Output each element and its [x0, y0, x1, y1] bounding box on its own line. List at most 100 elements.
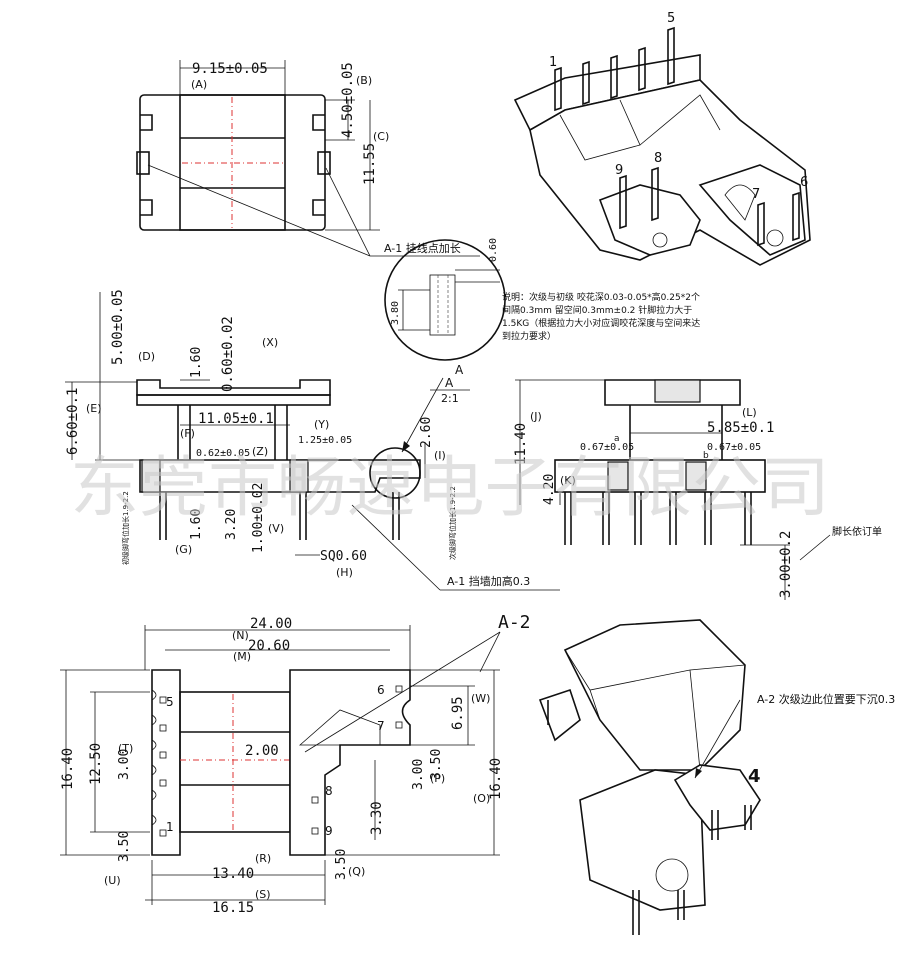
dim-g-label: (G): [175, 543, 192, 556]
detail-circle: 3.80 0.60 说明：次级与初级 咬花深0.03-0.05*高0.25*2个…: [384, 238, 700, 453]
iso-bobbin-bottom: 4 A-2 次级边此位置要下沉0.3: [538, 619, 895, 935]
dim-125: 1.25±0.05: [298, 435, 352, 446]
dim-350-u: 3.50: [117, 831, 132, 862]
dim-v-label: (V): [268, 522, 284, 535]
top-view: 9.15±0.05 (A) 4.50±0.05 (B) 11.55 (C) A-…: [136, 60, 480, 257]
detail-note: 说明：次级与初级 咬花深0.03-0.05*高0.25*2个 间隔0.3mm 留…: [502, 291, 700, 342]
section-a-lower: A: [445, 376, 454, 390]
dim-s-label: (S): [255, 888, 271, 901]
dim-m-label: (M): [233, 650, 251, 663]
dim-200: 2.00: [245, 743, 279, 759]
detail-note-line-2: 间隔0.3mm 留空间0.3mm±0.2 针脚拉力大于: [502, 304, 692, 316]
dim-067a: 0.67±0.05: [580, 442, 634, 453]
callout-a2: A-2: [498, 612, 531, 633]
iso-bobbin-top: 1 5 9 8 7 6: [513, 11, 811, 266]
dim-z-label: (Z): [252, 445, 268, 458]
dim-d-500: 5.00±0.05: [110, 289, 126, 365]
dim-p-label: (P): [430, 772, 445, 785]
dim-q-label: (Q): [348, 865, 365, 878]
dim-u-label: (U): [104, 874, 121, 887]
iso-top-pins: [554, 26, 800, 247]
dim-l-label: (L): [742, 406, 757, 419]
dim-d-label: (D): [138, 350, 155, 363]
dim-b-label: (B): [356, 74, 372, 87]
detail-dim-060: 0.60: [488, 238, 499, 262]
dim-c-label: (C): [373, 130, 389, 143]
section-scale: 2:1: [441, 392, 459, 405]
dim-i-label: (I): [434, 449, 446, 462]
iso-pin-8: 8: [654, 151, 662, 166]
mark-b: b: [703, 451, 709, 461]
dim-695: 6.95: [450, 696, 466, 730]
dim-300: 3.00±0.2: [778, 531, 794, 598]
bottom-pin-7: 7: [377, 719, 385, 733]
dim-1140: 11.40: [513, 423, 529, 465]
detail-note-line-1: 说明：次级与初级 咬花深0.03-0.05*高0.25*2个: [502, 291, 700, 303]
dim-c-value: 11.55: [362, 143, 378, 185]
dim-100: 1.00±0.02: [251, 483, 266, 553]
dim-x-label: (X): [262, 336, 278, 349]
iso-bottom-pins: [547, 700, 752, 935]
dim-2060: 20.60: [248, 638, 290, 654]
side-view: 5.00±0.05 (D) 1.60 0.60±0.02 (X) 6.60±0.…: [65, 289, 560, 591]
bottom-pin-6: 6: [377, 683, 385, 697]
dim-300-p: 3.00: [411, 759, 426, 790]
detail-note-line-3: 1.5KG（根据拉力大小对应调咬花深度与空间来达: [502, 317, 700, 329]
iso-pin-7: 7: [752, 187, 760, 202]
dim-e-660: 6.60±0.1: [65, 388, 81, 455]
dim-n-label: (N): [232, 629, 249, 642]
detail-note-line-4: 到拉力要求）: [502, 330, 556, 342]
dim-r-label: (R): [255, 852, 271, 865]
dim-1340: 13.40: [212, 866, 254, 882]
dim-160b: 1.60: [189, 509, 204, 540]
dim-060-side: 0.60±0.02: [220, 316, 236, 392]
dim-330: 3.30: [369, 801, 385, 835]
section-a-upper: A: [455, 363, 464, 377]
dim-h-label: (H): [336, 566, 353, 579]
dim-a-value: 9.15±0.05: [192, 61, 268, 77]
dim-1105: 11.05±0.1: [198, 411, 274, 427]
dim-300-t: 3.00: [117, 749, 132, 780]
iso-pin-6: 6: [800, 175, 808, 190]
note-a1-top: A-1 挂线点加长: [384, 241, 461, 255]
dim-1640-right: 16.40: [488, 758, 504, 800]
dim-t-label: (T): [118, 742, 133, 755]
vertical-note-2: 次级脚弯位加长1.9-2.2: [448, 486, 457, 560]
dim-350-q: 3.50: [334, 849, 349, 880]
bottom-pin-9: 9: [325, 824, 333, 838]
dim-k-label: (K): [560, 474, 576, 487]
detail-dim-380: 3.80: [390, 301, 401, 325]
front-view-pins: [564, 492, 752, 545]
dim-420: 4.20: [542, 474, 557, 505]
dim-a-label: (A): [191, 78, 207, 91]
watermark: 东莞市畅速电子有限公司: [70, 449, 830, 526]
dim-b-value: 4.50±0.05: [340, 62, 356, 138]
iso-mark: 4: [748, 766, 761, 787]
front-view: 11.40 (J) 5.85±0.1 (L) 0.67±0.05 a 0.67±…: [513, 379, 882, 600]
dim-1615: 16.15: [212, 900, 254, 916]
dim-o-label: (O): [473, 792, 490, 805]
dim-sq060: SQ0.60: [320, 549, 367, 564]
dim-2400: 24.00: [250, 616, 292, 632]
iso-pin-5: 5: [667, 11, 675, 26]
dim-1250: 12.50: [88, 743, 104, 785]
dim-062: 0.62±0.05: [196, 448, 250, 459]
dim-320: 3.20: [224, 509, 239, 540]
dim-260: 2.60: [419, 417, 434, 448]
bottom-view: 5 1 6 7 8 9 24.00 (N) 20.60 (M) A-2 16.4…: [60, 612, 531, 916]
note-a1-side: A-1 挡墙加高0.3: [447, 574, 530, 588]
dim-w-label: (W): [471, 692, 490, 705]
note-a2: A-2 次级边此位置要下沉0.3: [757, 692, 895, 706]
dim-e-label: (E): [86, 402, 102, 415]
dim-y-label: (Y): [314, 418, 329, 431]
note-pin-length: 脚长依订单: [832, 525, 882, 538]
dim-160a: 1.60: [189, 347, 204, 378]
iso-pin-1: 1: [549, 55, 557, 70]
dim-585: 5.85±0.1: [707, 420, 774, 436]
bottom-pin-8: 8: [325, 784, 333, 798]
dim-350-p: 3.50: [429, 749, 444, 780]
dim-1640-left: 16.40: [60, 748, 76, 790]
bottom-pin-1: 1: [166, 820, 174, 834]
dim-f-label: (F): [180, 427, 195, 440]
